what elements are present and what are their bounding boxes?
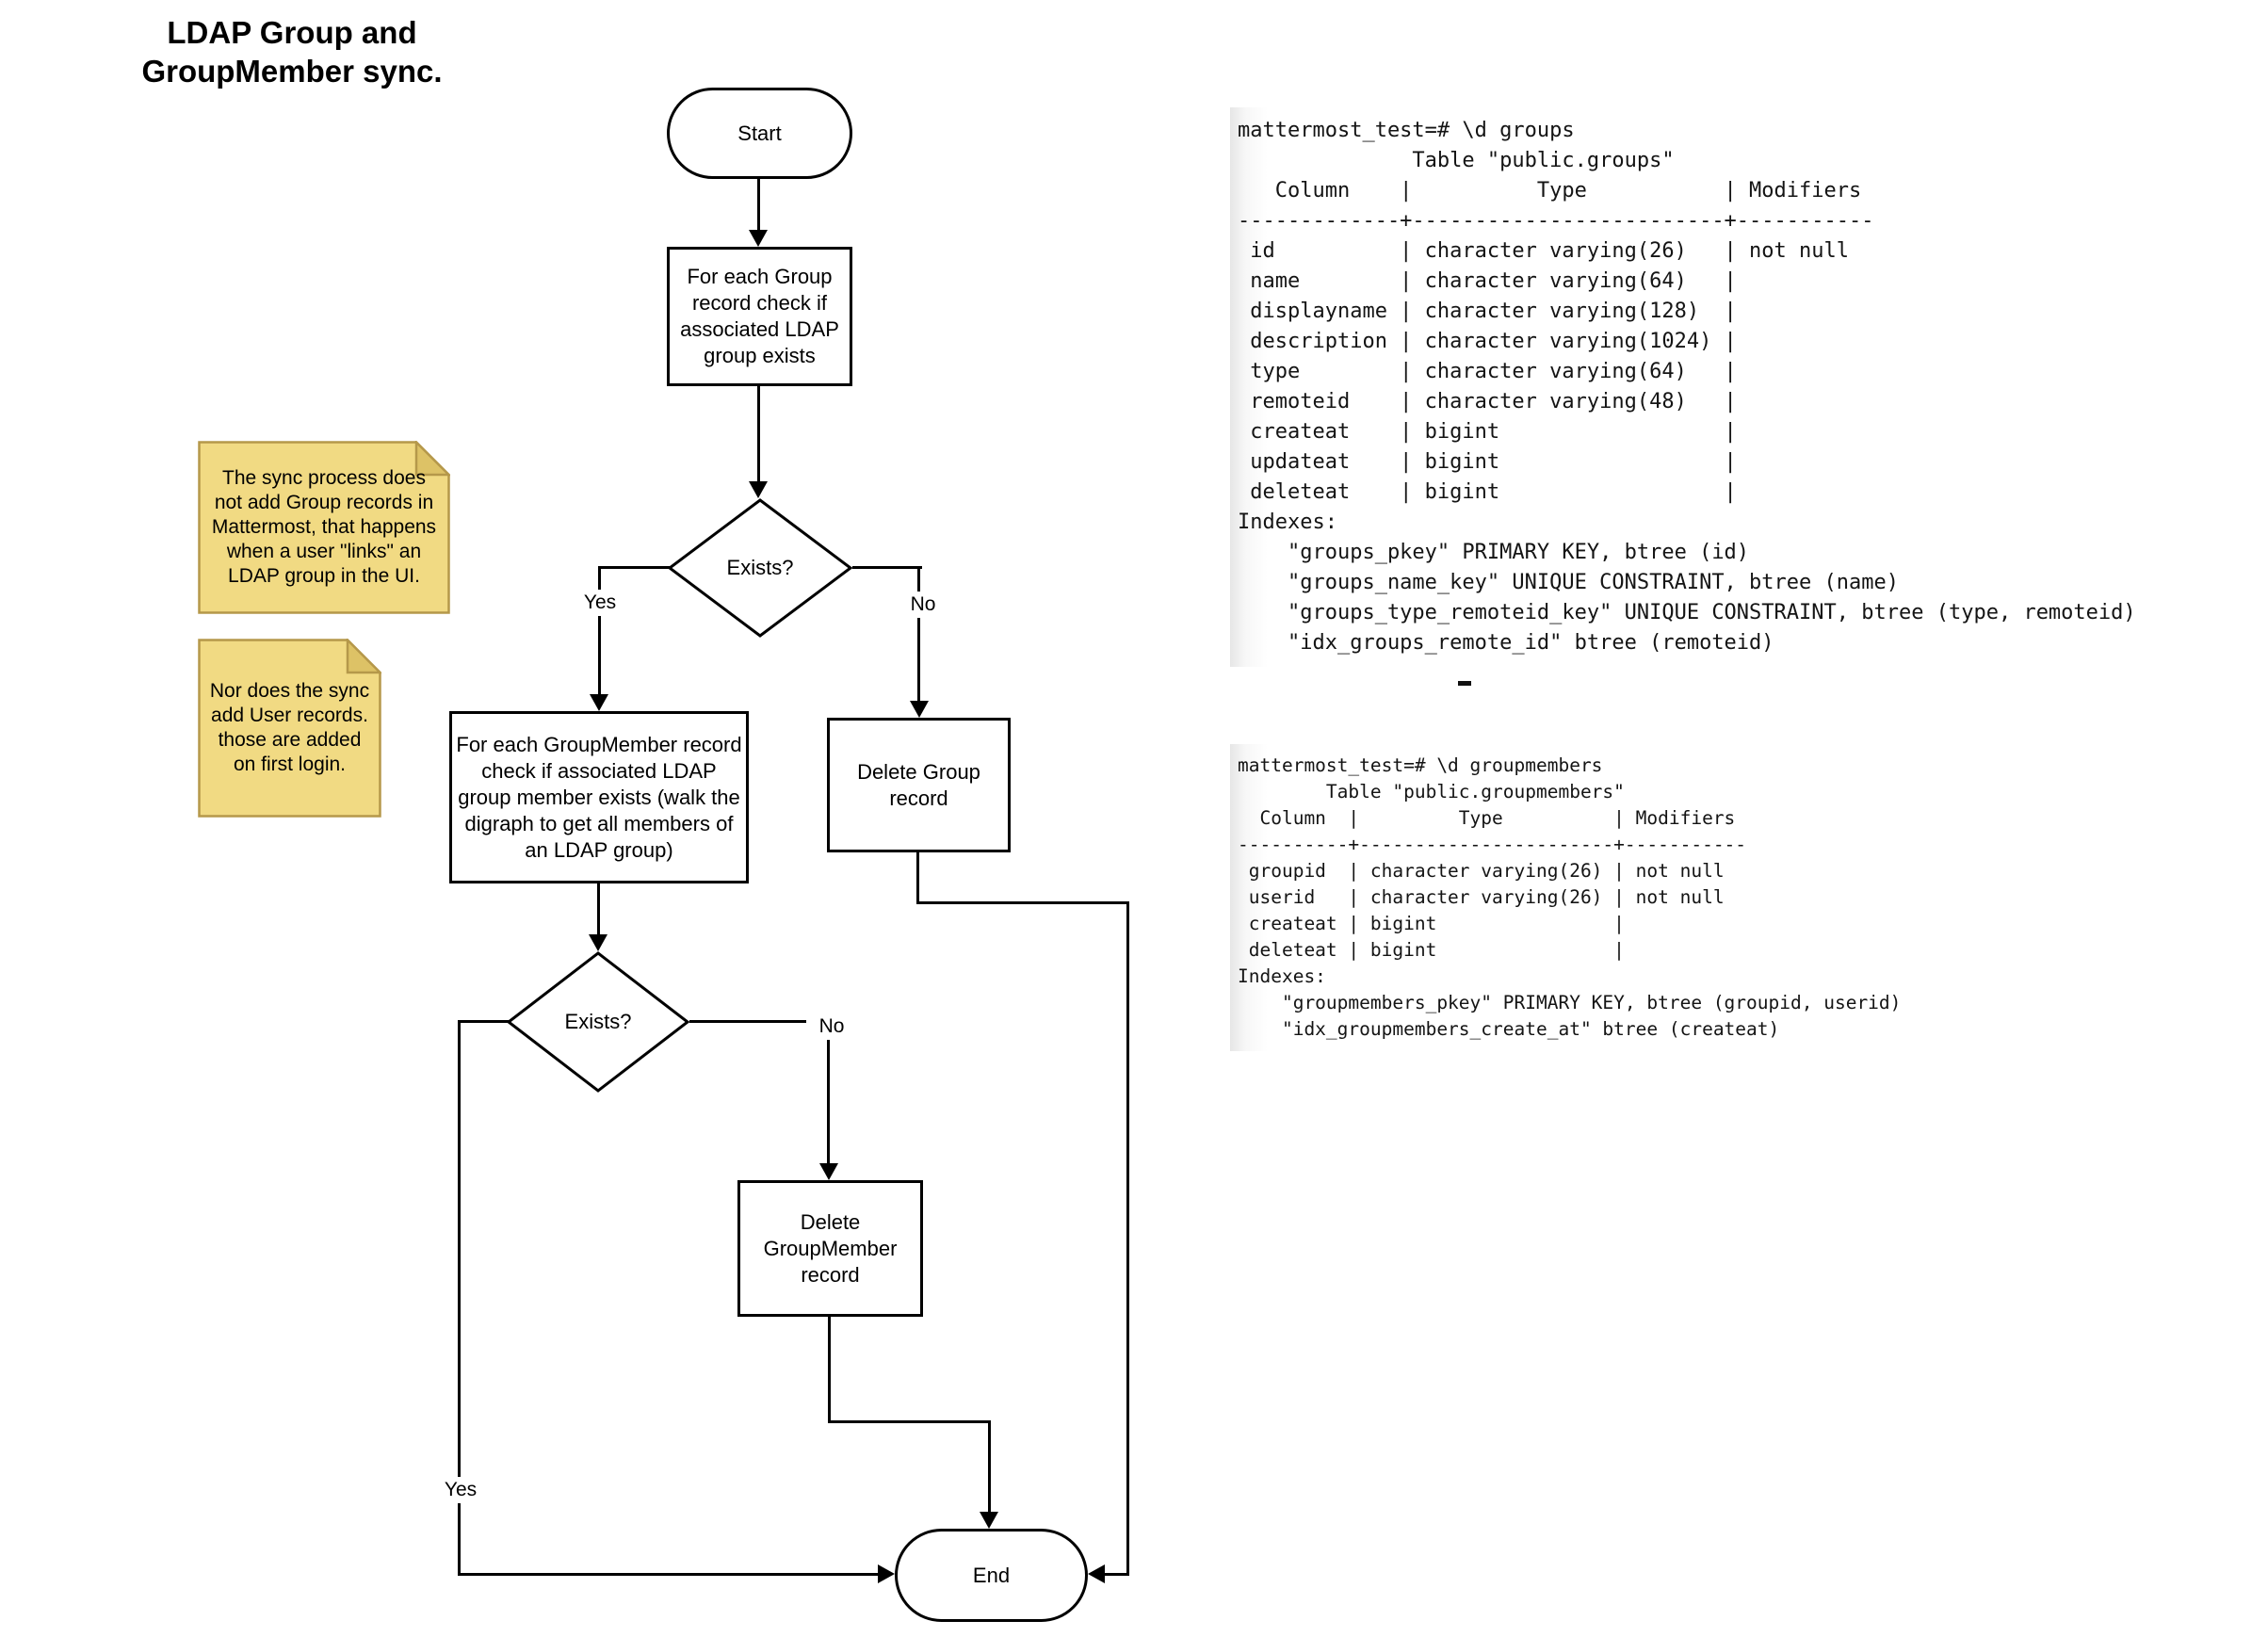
terminal-line: Indexes: (1238, 511, 1337, 534)
arrowhead-start-step1 (749, 230, 768, 247)
sticky-note-shape (198, 441, 450, 614)
terminal-line: Table "public.groups" (1238, 149, 1675, 172)
connector-step2-decision2 (597, 883, 600, 936)
branch-label-no2: No (806, 1013, 857, 1040)
terminal-line: createat | bigint | (1238, 420, 1737, 444)
branch-label-yes2: Yes (431, 1477, 490, 1503)
flow-node-delete-group: Delete Group record (827, 718, 1011, 852)
connector-step1-decision1 (757, 386, 760, 481)
terminal-cursor (1458, 681, 1471, 686)
terminal-line: updateat | bigint | (1238, 450, 1737, 474)
branch-label-no1: No (899, 592, 948, 618)
note-fold-corner (346, 639, 381, 674)
terminal-line: id | character varying(26) | not null (1238, 239, 1850, 263)
flow-node-delete-groupmember: Delete GroupMember record (737, 1180, 923, 1317)
note-fold-corner (414, 441, 450, 477)
arrowhead-decision1-no (910, 701, 929, 718)
arrowhead-decision2-no (819, 1163, 838, 1180)
terminal-line: userid | character varying(26) | not nul… (1238, 886, 1725, 908)
terminal-line: name | character varying(64) | (1238, 269, 1737, 293)
connector-dgm-end-v1 (828, 1317, 831, 1422)
decision1-label: Exists? (726, 556, 794, 579)
sticky-note-shape (198, 639, 381, 818)
sticky-note-text: Nor does the sync add User records. thos… (209, 680, 370, 775)
terminal-line: remoteid | character varying(48) | (1238, 390, 1737, 413)
terminal-line: Column | Type | Modifiers (1238, 179, 1862, 203)
connector-dg-end-h2 (1105, 1573, 1129, 1576)
sticky-note-sync-groups: The sync process does not add Group reco… (198, 441, 450, 614)
flow-node-decision2: Exists? (507, 951, 689, 1093)
flow-node-decision1: Exists? (668, 498, 852, 638)
connector-decision1-yes-v (598, 566, 601, 696)
terminal-line: groupid | character varying(26) | not nu… (1238, 860, 1725, 882)
terminal-line: "idx_groups_remote_id" btree (remoteid) (1238, 631, 1774, 655)
terminal-line: -------------+-------------------------+… (1238, 209, 1874, 233)
decision2-label: Exists? (564, 1010, 632, 1033)
page-title: LDAP Group and GroupMember sync. (141, 15, 443, 89)
arrowhead-step2-decision2 (589, 934, 608, 951)
terminal-line: mattermost_test=# \d groups (1238, 119, 1575, 142)
connector-dgm-end-v2 (988, 1420, 991, 1514)
branch-label-yes1: Yes (573, 590, 627, 616)
connector-decision2-no-v (827, 1020, 830, 1163)
arrowhead-decision1-yes (590, 694, 608, 711)
connector-decision2-yes-v (458, 1020, 461, 1575)
diamond-shape (668, 498, 852, 638)
connector-decision2-yes-h1 (460, 1020, 509, 1023)
terminal-line: description | character varying(1024) | (1238, 330, 1737, 353)
terminal-line: displayname | character varying(128) | (1238, 300, 1737, 323)
terminal-line: "groups_type_remoteid_key" UNIQUE CONSTR… (1238, 601, 2136, 624)
sticky-note-sync-users: Nor does the sync add User records. thos… (198, 639, 381, 818)
arrowhead-step1-decision1 (749, 481, 768, 498)
flow-node-end: End (895, 1529, 1088, 1622)
terminal-line: Indexes: (1238, 965, 1326, 987)
flow-node-groupmember-check: For each GroupMember record check if ass… (449, 711, 749, 883)
connector-start-step1 (757, 179, 760, 232)
terminal-line: "groups_name_key" UNIQUE CONSTRAINT, btr… (1238, 571, 1899, 594)
sticky-note-text: The sync process does not add Group reco… (211, 467, 437, 587)
terminal-line: Table "public.groupmembers" (1238, 781, 1625, 802)
connector-decision1-no-v (917, 566, 920, 701)
terminal-line: Column | Type | Modifiers (1238, 807, 1736, 829)
terminal-line: "groupmembers_pkey" PRIMARY KEY, btree (… (1238, 992, 1902, 1013)
terminal-psql-groupmembers: mattermost_test=# \d groupmembers Table … (1230, 744, 1947, 1051)
diamond-shape (507, 951, 689, 1093)
flow-node-start: Start (667, 88, 852, 179)
terminal-line: "groups_pkey" PRIMARY KEY, btree (id) (1238, 541, 1750, 564)
terminal-line: ----------+-----------------------+-----… (1238, 834, 1747, 855)
connector-dgm-end-h (828, 1420, 991, 1423)
terminal-line: type | character varying(64) | (1238, 360, 1737, 383)
connector-decision1-yes-h (600, 566, 670, 569)
terminal-line: createat | bigint | (1238, 913, 1625, 934)
arrowhead-decision2-yes (878, 1564, 895, 1583)
terminal-line: mattermost_test=# \d groupmembers (1238, 754, 1603, 776)
connector-dg-end-h1 (916, 901, 1129, 904)
terminal-line: deleteat | bigint | (1238, 480, 1737, 504)
arrowhead-dgm-end (980, 1512, 998, 1529)
connector-decision1-no-h (852, 566, 922, 569)
terminal-line: deleteat | bigint | (1238, 939, 1625, 961)
connector-dg-end-v2 (1126, 901, 1129, 1576)
flow-node-group-check: For each Group record check if associate… (667, 247, 852, 386)
terminal-line: "idx_groupmembers_create_at" btree (crea… (1238, 1018, 1780, 1040)
connector-dg-end-v1 (916, 852, 919, 903)
terminal-psql-groups: mattermost_test=# \d groups Table "publi… (1230, 107, 2201, 667)
arrowhead-dg-end (1088, 1564, 1105, 1583)
connector-decision2-yes-h2 (458, 1573, 880, 1576)
connector-decision2-no-h (689, 1020, 829, 1023)
